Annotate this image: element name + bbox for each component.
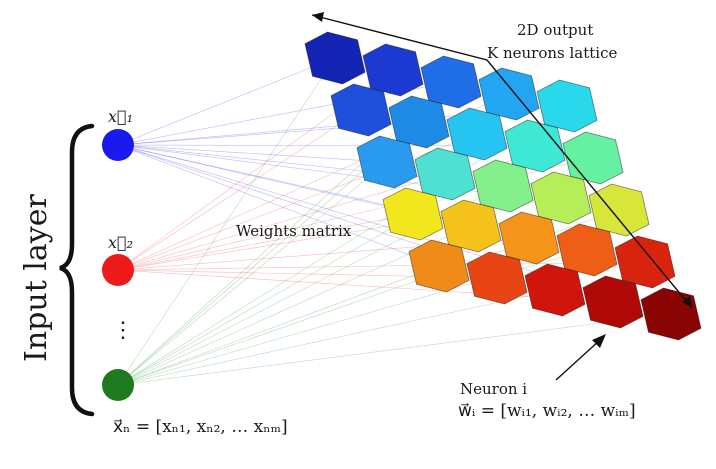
neuron-cell: [330, 83, 392, 137]
weight-line: [117, 261, 646, 271]
neuron-cell: [588, 183, 650, 237]
neuron-cell: [466, 251, 528, 305]
weight-line: [117, 57, 336, 146]
neuron-cell: [446, 107, 508, 161]
neuron-cell: [562, 131, 624, 185]
neuron-cell: [556, 223, 618, 277]
input-node-x2-label: x⃗₂: [108, 233, 133, 252]
output-title-line2: K neurons lattice: [487, 44, 617, 62]
weight-line: [117, 289, 556, 386]
neuron-lattice: [304, 31, 702, 341]
neuron-cell: [356, 135, 418, 189]
input-vector-formula: x⃗ₙ = [xₙ₁, xₙ₂, … xₙₘ]: [113, 417, 288, 437]
weight-line: [117, 133, 478, 271]
neuron-cell: [420, 55, 482, 109]
weight-line: [117, 109, 362, 271]
neuron-title: Neuron i: [460, 380, 527, 398]
arrow-head-end-icon: [682, 296, 692, 308]
neuron-cell: [640, 287, 702, 341]
input-layer-label: Input layer: [19, 194, 54, 362]
weight-line: [117, 57, 336, 386]
neuron-pointer-arrow: [555, 334, 606, 381]
arrow-head-start-icon: [312, 12, 324, 22]
input-ellipsis: ⋮: [112, 318, 134, 343]
output-dimension-arrow: [311, 12, 693, 309]
neuron-cell: [408, 239, 470, 293]
weight-line: [117, 213, 414, 271]
neuron-cell: [382, 187, 444, 241]
weight-line: [117, 265, 440, 386]
weight-line: [117, 161, 388, 386]
output-title-line1: 2D output: [517, 21, 593, 39]
neuron-weight-formula: w⃗ᵢ = [wᵢ₁, wᵢ₂, … wᵢₘ]: [458, 401, 636, 421]
neuron-cell: [614, 235, 676, 289]
neuron-cell: [582, 275, 644, 329]
neuron-cell: [524, 263, 586, 317]
neuron-cell: [530, 171, 592, 225]
neuron-cell: [498, 211, 560, 265]
weight-line: [117, 144, 440, 267]
input-node-xn: [102, 369, 134, 401]
neuron-cell: [304, 31, 366, 85]
weight-line: [117, 144, 388, 163]
input-node-x1: [102, 129, 134, 161]
neuron-cell: [440, 199, 502, 253]
weight-line: [117, 313, 672, 386]
input-node-x1-label: x⃗₁: [108, 107, 133, 126]
weights-matrix-label: Weights matrix: [236, 222, 352, 240]
neuron-arrow-head-icon: [592, 334, 606, 348]
output-arrow-line: [311, 14, 693, 309]
input-layer-brace: [59, 123, 95, 417]
neuron-cell: [362, 43, 424, 97]
neuron-cell: [388, 95, 450, 149]
input-node-x2: [102, 254, 134, 286]
neuron-cell: [504, 119, 566, 173]
neuron-cell: [472, 159, 534, 213]
neuron-cell: [536, 79, 598, 133]
weight-line: [117, 173, 446, 271]
neuron-cell: [414, 147, 476, 201]
